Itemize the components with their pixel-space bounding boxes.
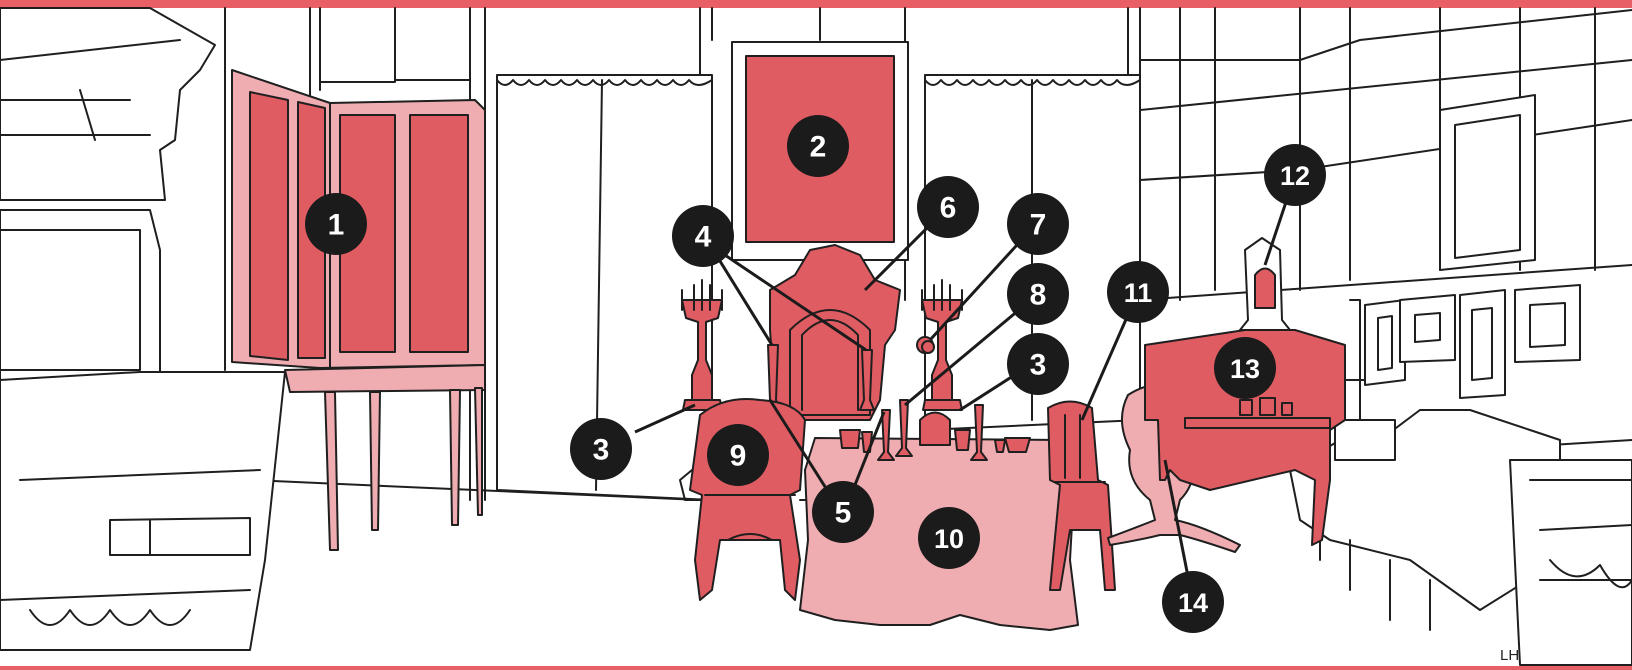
callout-5: 5 <box>812 481 874 543</box>
side-chair <box>1047 400 1116 591</box>
callout-label: 3 <box>1030 349 1047 382</box>
ornate-mirror <box>769 244 901 421</box>
callout-7: 7 <box>1007 193 1069 255</box>
callout-8: 8 <box>1007 263 1069 325</box>
callout-12: 12 <box>1264 144 1326 206</box>
callout-label: 1 <box>328 209 345 242</box>
callout-label: 6 <box>940 192 957 225</box>
callout-13: 13 <box>1214 337 1276 399</box>
callout-4: 4 <box>672 205 734 267</box>
table-candlesticks <box>877 399 988 461</box>
callout-3-right: 3 <box>1007 333 1069 395</box>
left-mantelpiece <box>0 7 216 381</box>
callout-11: 11 <box>1107 261 1169 323</box>
callout-label: 8 <box>1030 279 1047 312</box>
callout-1: 1 <box>305 193 367 255</box>
left-armchair-outline <box>0 371 286 651</box>
frame-bottom-border <box>0 666 1632 670</box>
writing-desk <box>1144 329 1346 546</box>
callout-label: 14 <box>1178 588 1208 618</box>
callout-label: 11 <box>1124 278 1153 308</box>
callout-14: 14 <box>1162 571 1224 633</box>
callout-2: 2 <box>787 115 849 177</box>
artist-signature: LH <box>1500 647 1519 664</box>
frame-top-border <box>0 0 1632 8</box>
callout-label: 4 <box>695 221 712 254</box>
callout-label: 9 <box>730 440 747 473</box>
callout-6: 6 <box>917 176 979 238</box>
callout-9: 9 <box>707 424 769 486</box>
callout-label: 2 <box>810 131 827 164</box>
callout-3-left: 3 <box>570 418 632 480</box>
mantel-clock <box>1239 237 1291 331</box>
hanging-ornament <box>921 340 935 354</box>
wall-pictures-right <box>1364 284 1581 399</box>
callout-badges: 1 2 3 3 4 5 6 7 <box>305 115 1326 633</box>
callout-label: 13 <box>1230 354 1260 384</box>
callout-label: 12 <box>1280 161 1310 191</box>
right-settee-outline <box>1289 299 1632 666</box>
callout-label: 10 <box>934 524 964 554</box>
callout-label: 3 <box>593 434 610 467</box>
callout-10: 10 <box>918 507 980 569</box>
callout-label: 5 <box>835 497 852 530</box>
callout-label: 7 <box>1030 209 1047 242</box>
